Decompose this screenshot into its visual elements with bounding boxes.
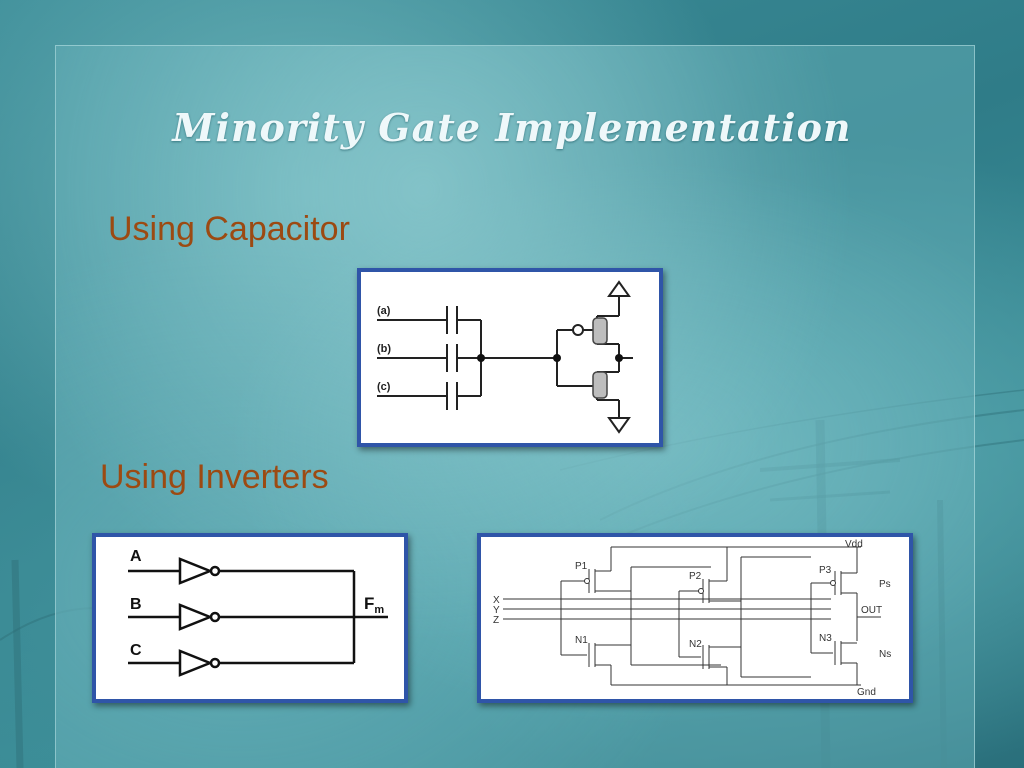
- n3-label: N3: [819, 633, 832, 644]
- capacitor-circuit-figure: (a) (b) (c): [357, 268, 663, 447]
- input-y-label: Y: [493, 605, 500, 616]
- inv-input-b-label: B: [130, 596, 142, 613]
- inverter-circuit-diagram: A B C Fm: [128, 548, 388, 677]
- input-x-label: X: [493, 595, 500, 606]
- out-label: OUT: [861, 605, 882, 616]
- gnd-label: Gnd: [857, 687, 876, 698]
- subtitle-capacitor: Using Capacitor: [108, 210, 350, 248]
- transistor-circuit-diagram: Vdd Gnd X Y Z P1 P2 P3 N1 N2 N3 Ps OUT N…: [493, 539, 891, 698]
- p3-label: P3: [819, 565, 832, 576]
- n2-label: N2: [689, 639, 702, 650]
- inverter-circuit-figure: A B C Fm: [92, 533, 408, 703]
- vdd-label: Vdd: [845, 539, 863, 550]
- n1-label: N1: [575, 635, 588, 646]
- cap-input-a-label: (a): [377, 305, 391, 317]
- inv-input-c-label: C: [130, 642, 142, 659]
- transistor-circuit-figure: Vdd Gnd X Y Z P1 P2 P3 N1 N2 N3 Ps OUT N…: [477, 533, 913, 703]
- input-z-label: Z: [493, 615, 499, 626]
- p1-label: P1: [575, 561, 588, 572]
- inv-output-label: Fm: [364, 594, 384, 616]
- p2-label: P2: [689, 571, 702, 582]
- slide-title: Minority Gate Implementation: [172, 105, 852, 150]
- cap-input-b-label: (b): [377, 343, 391, 355]
- subtitle-inverters: Using Inverters: [100, 458, 329, 496]
- inv-input-a-label: A: [130, 548, 142, 565]
- capacitor-circuit-diagram: (a) (b) (c): [377, 280, 633, 434]
- ps-label: Ps: [879, 579, 891, 590]
- ns-label: Ns: [879, 649, 891, 660]
- cap-input-c-label: (c): [377, 381, 391, 393]
